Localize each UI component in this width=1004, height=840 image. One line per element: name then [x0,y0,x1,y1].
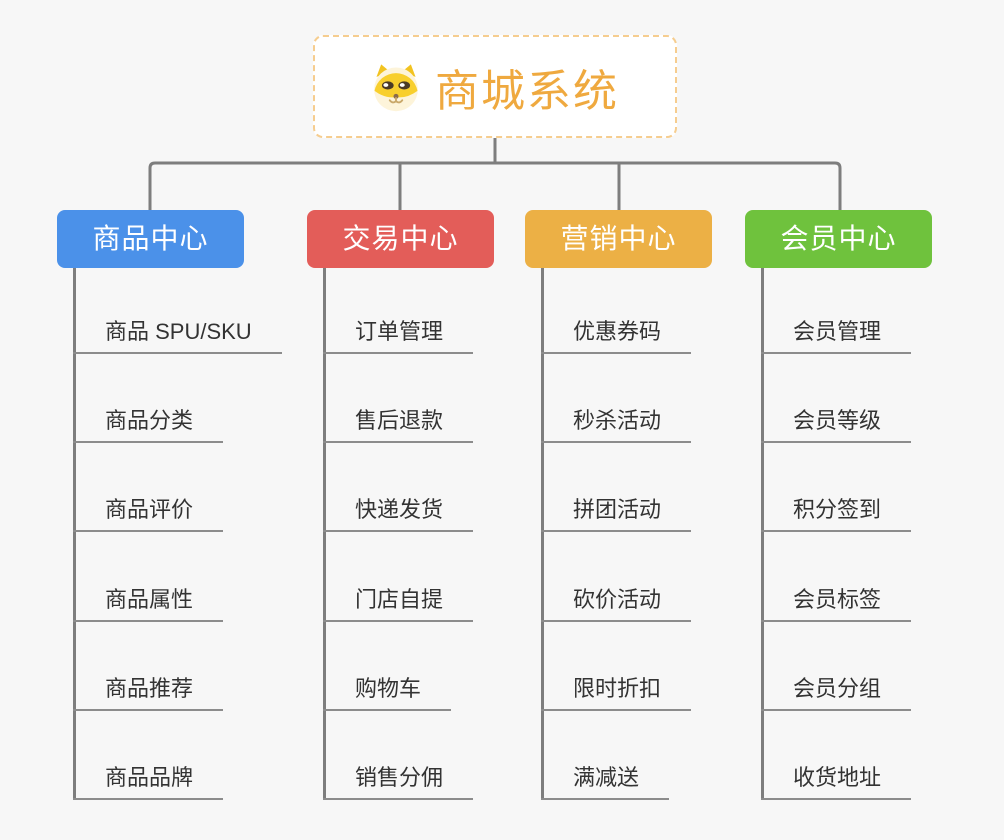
branch-header-trade[interactable]: 交易中心 [307,210,494,268]
topic-item[interactable]: 满减送 [541,760,670,800]
branch-header-marketing[interactable]: 营销中心 [525,210,712,268]
branch-connector-line [73,268,76,800]
branch-connector-line [323,268,326,800]
topic-item[interactable]: 会员等级 [761,403,912,444]
branch-column-product: 商品中心 商品 SPU/SKU 商品分类 商品评价 商品属性 商品推荐 商品品牌 [57,210,282,800]
topic-item[interactable]: 商品评价 [73,492,224,533]
branch-items: 商品 SPU/SKU 商品分类 商品评价 商品属性 商品推荐 商品品牌 [73,268,282,800]
branch-header-member[interactable]: 会员中心 [745,210,932,268]
topic-item[interactable]: 拼团活动 [541,492,692,533]
branch-items: 订单管理 售后退款 快递发货 门店自提 购物车 销售分佣 [323,268,474,800]
topic-item[interactable]: 秒杀活动 [541,403,692,444]
branch-column-marketing: 营销中心 优惠券码 秒杀活动 拼团活动 砍价活动 限时折扣 满减送 [525,210,712,800]
topic-item[interactable]: 会员管理 [761,314,912,354]
branch-header-product[interactable]: 商品中心 [57,210,244,268]
topic-item[interactable]: 订单管理 [323,314,474,354]
topic-item[interactable]: 销售分佣 [323,760,474,800]
topic-item[interactable]: 购物车 [323,671,452,711]
topic-item[interactable]: 商品分类 [73,403,224,444]
topic-item[interactable]: 快递发货 [323,492,474,533]
topic-item[interactable]: 商品 SPU/SKU [73,314,282,354]
branch-connector-line [761,268,764,800]
branch-column-trade: 交易中心 订单管理 售后退款 快递发货 门店自提 购物车 销售分佣 [307,210,494,800]
topic-item[interactable]: 售后退款 [323,403,474,444]
branch-connector-line [541,268,544,800]
topic-item[interactable]: 门店自提 [323,582,474,622]
root-topic-title: 商城系统 [435,66,619,116]
topic-item[interactable]: 限时折扣 [541,671,692,711]
topic-item[interactable]: 优惠券码 [541,314,692,354]
topic-item[interactable]: 积分签到 [761,492,912,533]
branch-items: 会员管理 会员等级 积分签到 会员标签 会员分组 收货地址 [761,268,912,800]
topic-item[interactable]: 收货地址 [761,760,912,800]
topic-item[interactable]: 砍价活动 [541,582,692,622]
topic-item[interactable]: 会员标签 [761,582,912,622]
topic-item[interactable]: 商品属性 [73,582,224,622]
topic-item[interactable]: 商品推荐 [73,671,224,711]
dog-face-icon [371,62,421,112]
topic-item[interactable]: 会员分组 [761,671,912,711]
branch-column-member: 会员中心 会员管理 会员等级 积分签到 会员标签 会员分组 收货地址 [745,210,932,800]
branch-items: 优惠券码 秒杀活动 拼团活动 砍价活动 限时折扣 满减送 [541,268,692,800]
topic-item[interactable]: 商品品牌 [73,760,224,800]
root-topic[interactable]: 商城系统 [313,35,677,138]
